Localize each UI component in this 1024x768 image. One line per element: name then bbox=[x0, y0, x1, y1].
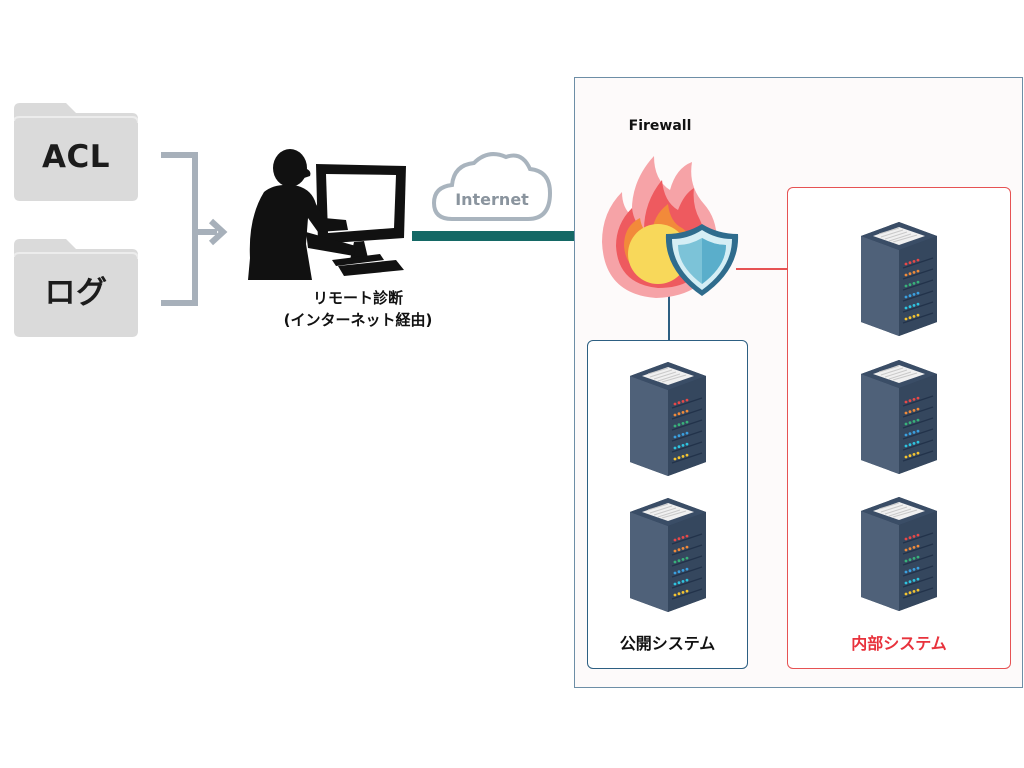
internal-system-label: 内部システム bbox=[851, 634, 947, 653]
server-icon bbox=[630, 362, 706, 476]
merge-bracket-arrow bbox=[161, 152, 228, 306]
folder-icon bbox=[14, 103, 138, 201]
internal-server-2 bbox=[859, 360, 939, 474]
public-system-label: 公開システム bbox=[619, 634, 716, 653]
remote-diagnosis-caption: リモート診断 (インターネット経由) bbox=[258, 287, 458, 331]
firewall-icon bbox=[602, 156, 739, 298]
log-folder: ログ bbox=[14, 239, 138, 337]
server-icon bbox=[861, 360, 937, 474]
internal-connector bbox=[736, 268, 788, 270]
remote-operator-icon bbox=[248, 149, 406, 280]
cloud-icon bbox=[431, 152, 553, 221]
acl-label: ACL bbox=[42, 139, 110, 175]
acl-folder: ACL bbox=[14, 103, 138, 201]
public-server-1 bbox=[628, 362, 708, 476]
internal-server-3 bbox=[859, 497, 939, 611]
server-icon bbox=[861, 497, 937, 611]
public-connector bbox=[668, 296, 670, 342]
server-icon bbox=[861, 222, 937, 336]
log-label: ログ bbox=[44, 275, 108, 311]
server-icon bbox=[630, 498, 706, 612]
firewall-label: Firewall bbox=[628, 118, 692, 134]
remote-line2: (インターネット経由) bbox=[283, 311, 433, 329]
internet-label: Internet bbox=[455, 190, 529, 209]
internal-server-1 bbox=[859, 222, 939, 336]
internet-link-line bbox=[412, 231, 610, 241]
remote-line1: リモート診断 bbox=[312, 289, 403, 307]
public-server-2 bbox=[628, 498, 708, 612]
folder-icon bbox=[14, 239, 138, 337]
